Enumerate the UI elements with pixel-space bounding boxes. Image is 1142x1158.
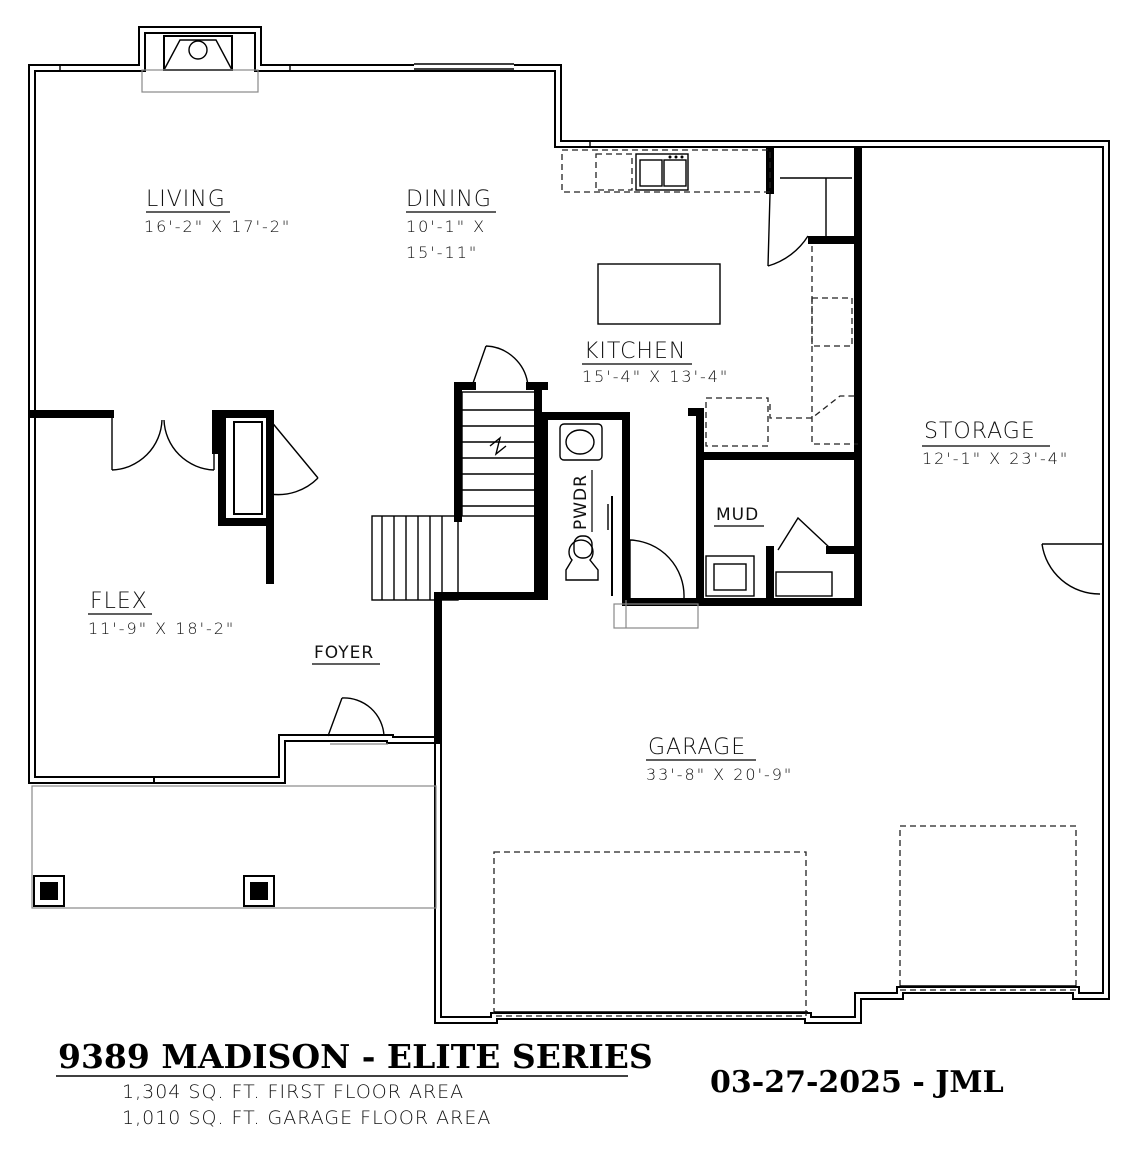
garage-dims: 33'-8" X 20'-9" — [646, 765, 793, 784]
kitchen-dims: 15'-4" X 13'-4" — [582, 367, 729, 386]
foyer-label: FOYER — [314, 643, 374, 663]
title-block: 9389 MADISON - ELITE SERIES 1,304 SQ. FT… — [56, 1037, 1004, 1129]
interior-walls — [28, 146, 862, 744]
room-labels: LIVING 16'-2" X 17'-2" DINING 10'-1" X 1… — [88, 187, 1069, 784]
fireplace — [141, 35, 259, 93]
mud-label: MUD — [716, 505, 759, 525]
powder-label: PWDR — [571, 474, 591, 530]
storage-dims: 12'-1" X 23'-4" — [922, 449, 1069, 468]
living-dims: 16'-2" X 17'-2" — [144, 217, 291, 236]
first-floor-area: 1,304 SQ. FT. FIRST FLOOR AREA — [122, 1081, 464, 1103]
living-label: LIVING — [146, 187, 226, 212]
flex-dims: 11'-9" X 18'-2" — [88, 619, 235, 638]
kitchen-label: KITCHEN — [584, 339, 686, 364]
kitchen-fixtures — [561, 149, 858, 447]
garage-doors — [493, 825, 1077, 1017]
garage-label: GARAGE — [648, 735, 746, 760]
rear-windows — [59, 63, 591, 148]
exterior-walls — [28, 26, 1110, 1024]
dining-label: DINING — [406, 187, 492, 212]
stairs — [371, 391, 539, 601]
flex-label: FLEX — [90, 589, 148, 614]
plan-title: 9389 MADISON - ELITE SERIES — [58, 1037, 653, 1076]
doors — [111, 193, 1104, 745]
date-initials: 03-27-2025 - JML — [710, 1065, 1004, 1100]
dining-dims-line1: 10'-1" X — [406, 217, 486, 236]
mud-fixtures — [613, 555, 833, 629]
front-porch — [31, 776, 437, 909]
garage-floor-area: 1,010 SQ. FT. GARAGE FLOOR AREA — [122, 1107, 491, 1129]
storage-label: STORAGE — [924, 419, 1036, 444]
powder-fixtures — [559, 423, 613, 596]
dining-dims-line2: 15'-11" — [406, 243, 478, 262]
